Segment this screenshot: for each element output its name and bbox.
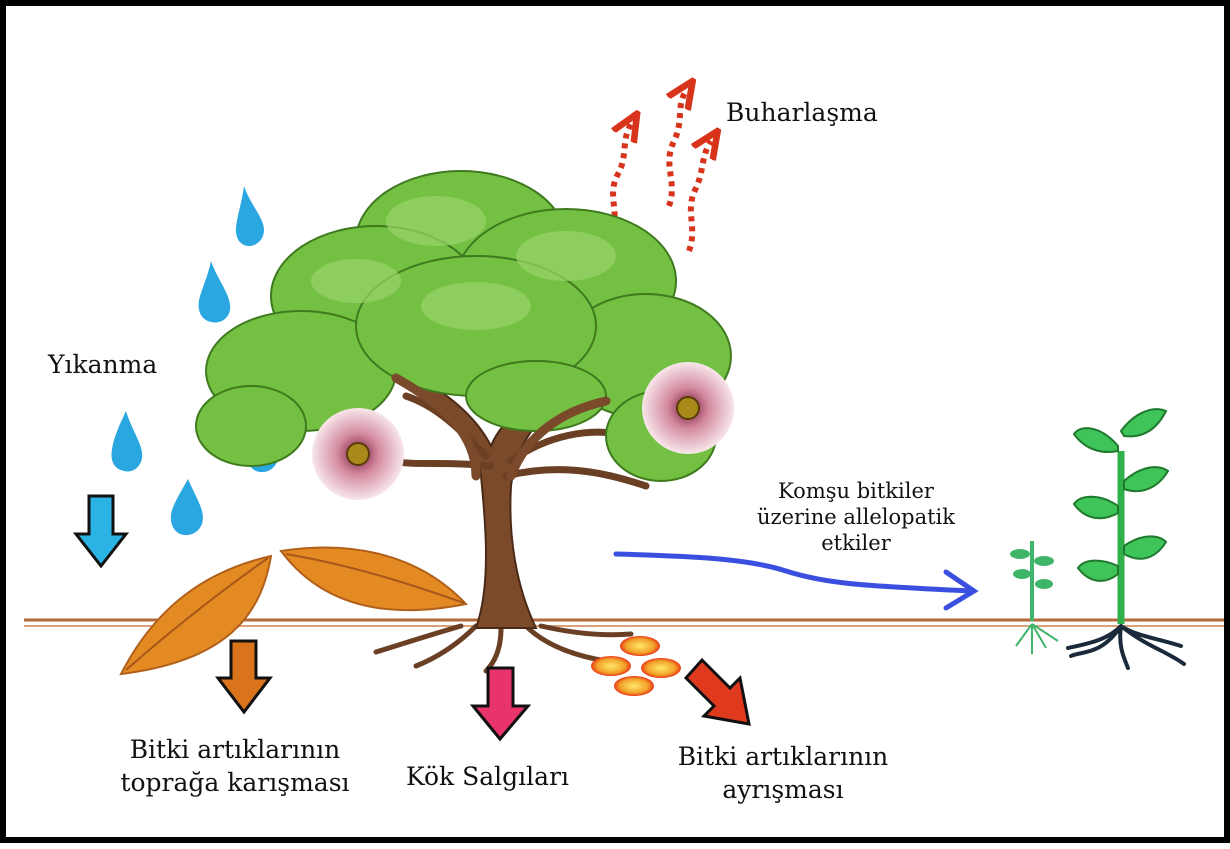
leaching-arrow — [76, 496, 126, 566]
decomposition-arrow — [686, 660, 749, 724]
leaching-label: Yıkanma — [48, 348, 157, 381]
wavy-arrow-icon — [616, 554, 974, 608]
neighbor-effects-line-2: üzerine allelopatik — [726, 504, 986, 530]
residue-mixing-line-2: toprağa karışması — [100, 766, 370, 799]
seedling-icon — [1010, 541, 1058, 654]
residue-decomposition-line-1: Bitki artıklarının — [648, 740, 918, 773]
residue-mixing-arrow — [218, 641, 270, 712]
neighbor-effects-label: Komşu bitkiler üzerine allelopatik etkil… — [726, 478, 986, 556]
neighbor-effects-line-3: etkiler — [726, 530, 986, 556]
residue-mixing-label: Bitki artıklarının toprağa karışması — [100, 733, 370, 799]
root-exudates-label: Kök Salgıları — [406, 760, 569, 793]
residue-mixing-line-1: Bitki artıklarının — [100, 733, 370, 766]
residue-decomposition-label: Bitki artıklarının ayrışması — [648, 740, 918, 806]
leaf-icon — [281, 548, 466, 611]
allelopathy-diagram — [6, 6, 1230, 849]
evaporation-label: Buharlaşma — [726, 96, 878, 129]
residue-decomposition-line-2: ayrışması — [648, 773, 918, 806]
neighbor-effects-line-1: Komşu bitkiler — [726, 478, 986, 504]
decomposing-residue-icon — [591, 636, 681, 696]
flower-icon — [312, 408, 404, 500]
seedling-icon — [1068, 409, 1184, 668]
root-exudate-arrow — [473, 668, 528, 739]
flower-icon — [642, 362, 734, 454]
